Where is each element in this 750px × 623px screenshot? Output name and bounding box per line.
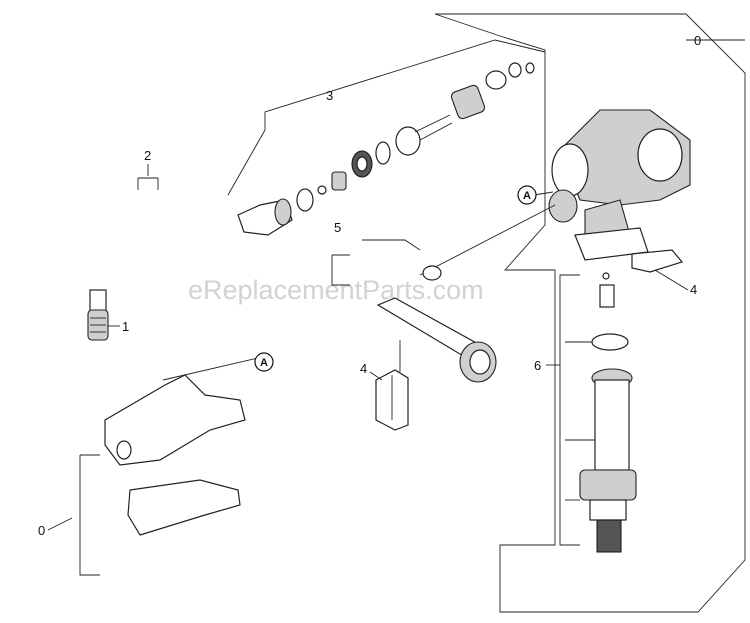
bracket-part-4-right	[631, 249, 689, 291]
reference-mark-a-lower: A	[254, 352, 274, 372]
lance-part-5	[376, 265, 497, 383]
callout-0-bottom: 0	[38, 523, 45, 538]
callout-4-right: 4	[690, 282, 697, 297]
callout-2: 2	[144, 148, 151, 163]
clip-part-4-mid	[375, 340, 409, 431]
reference-mark-a-upper: A	[517, 185, 537, 205]
callout-1: 1	[122, 319, 129, 334]
callout-3: 3	[326, 88, 333, 103]
filter-part-1	[87, 289, 120, 341]
group-6-bracket	[559, 274, 580, 546]
watermark: eReplacementParts.com	[188, 275, 484, 305]
callout-5: 5	[334, 220, 341, 235]
group-0-bracket-lower	[79, 454, 100, 576]
reference-mark-a-lower-label: A	[260, 357, 268, 369]
mount-bracket-assembly	[104, 357, 259, 536]
group-3-bracket	[264, 39, 546, 130]
callout-4-mid: 4	[360, 361, 367, 376]
suction-tube-part-6	[565, 272, 637, 553]
valve-housing	[548, 109, 691, 261]
valve-parts-row	[237, 62, 535, 236]
hose-2	[90, 175, 234, 291]
callout-0-top: 0	[694, 33, 701, 48]
assembly-0-outline	[434, 13, 746, 613]
reference-mark-a-upper-label: A	[523, 190, 531, 202]
callout-6: 6	[534, 358, 541, 373]
group-5-bracket	[331, 239, 421, 286]
